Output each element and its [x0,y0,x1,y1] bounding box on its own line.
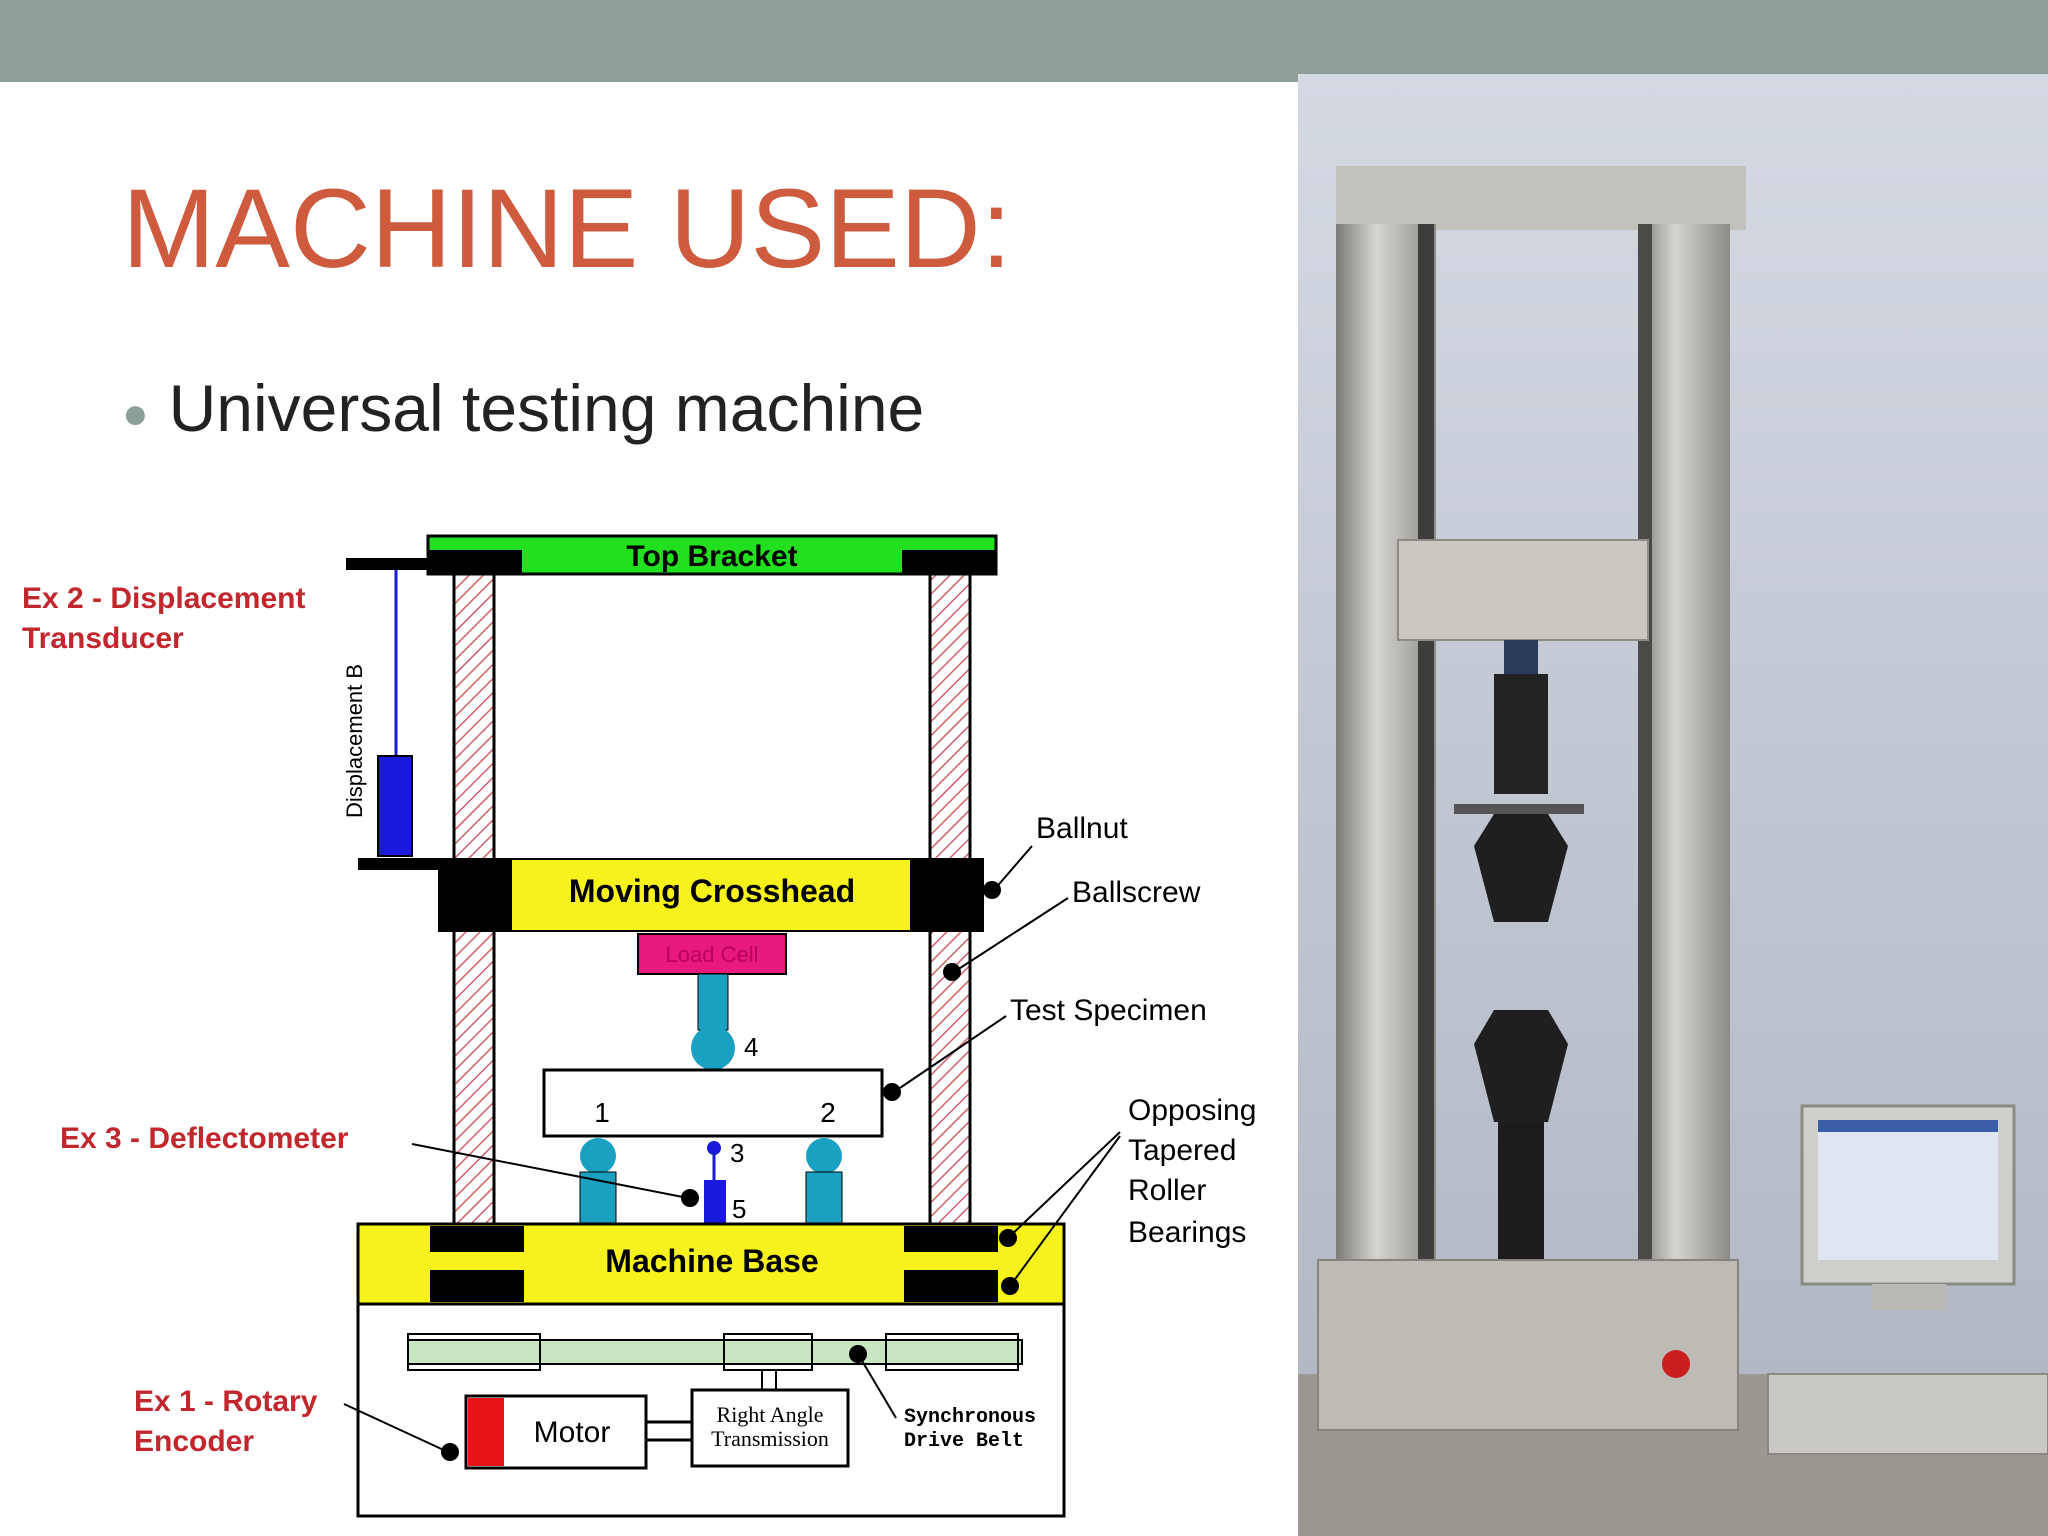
belt-label-2: Drive Belt [904,1430,1024,1453]
ex2-label-2: Transducer [22,622,184,655]
slide-title: MACHINE USED: [122,166,1012,291]
motor: Motor [464,1394,648,1470]
transmission-label-2: Transmission [711,1426,829,1451]
photo-right-column [1638,224,1730,1324]
motor-label: Motor [534,1416,611,1449]
drive-belt [407,1333,1023,1371]
ballscrew-label: Ballscrew [1072,876,1201,909]
bullet-item: ● Universal testing machine [122,370,924,446]
belt-label-1: Synchronous [904,1406,1036,1429]
ballnut-label: Ballnut [1036,812,1128,845]
photo-crosshead [1397,539,1649,641]
load-cell-label: Load Cell [666,942,759,967]
point-5-label: 5 [732,1194,746,1224]
ex1-label-2: Encoder [134,1425,254,1458]
photo-machine-base [1317,1259,1739,1431]
right-support [805,1138,843,1229]
top-bracket-label: Top Bracket [626,540,797,573]
displacement-b-label: Displacement B [342,664,367,818]
point-4-label: 4 [744,1032,758,1062]
loading-roller [691,1026,735,1070]
machine-photo [1298,74,2048,1536]
bearings-label-1: Opposing [1128,1094,1256,1127]
photo-emergency-stop-icon [1662,1350,1690,1378]
photo-top-beam [1336,166,1746,230]
test-specimen [542,1068,884,1138]
loading-nose [697,973,729,1031]
ex2-label-1: Ex 2 - Displacement [22,582,305,615]
right-angle-transmission: Right Angle Transmission [690,1388,850,1468]
test-specimen-label: Test Specimen [1010,994,1207,1027]
machine-diagram: Top Bracket Displacement B Moving Crossh… [22,534,1256,1518]
moving-crosshead: Moving Crosshead [438,858,984,932]
photo-keyboard [1767,1373,2048,1455]
photo-upper-grip [1474,814,1568,922]
displacement-transducer: Displacement B [342,570,440,870]
bullet-text: Universal testing machine [168,371,925,445]
ex3-label: Ex 3 - Deflectometer [60,1122,349,1155]
left-support [579,1138,617,1229]
photo-monitor-screen [1818,1120,1998,1260]
photo-lower-grip [1474,1010,1568,1122]
deflectometer [704,1141,726,1228]
machine-base: Machine Base [356,1222,1066,1306]
transmission-label-1: Right Angle [717,1402,824,1427]
ex1-label-1: Ex 1 - Rotary [134,1385,318,1418]
point-3-label: 3 [730,1138,744,1168]
machine-base-label: Machine Base [605,1243,818,1279]
bullet-dot-icon: ● [122,388,149,438]
bearings-label-3: Roller [1128,1174,1206,1207]
top-bracket: Top Bracket [346,534,998,576]
point-2-label: 2 [820,1097,836,1128]
point-1-label: 1 [594,1097,610,1128]
bearings-label-4: Bearings [1128,1216,1246,1249]
bearings-label-2: Tapered [1128,1134,1236,1167]
crosshead-label: Moving Crosshead [569,873,855,909]
header-bar [0,0,2048,82]
